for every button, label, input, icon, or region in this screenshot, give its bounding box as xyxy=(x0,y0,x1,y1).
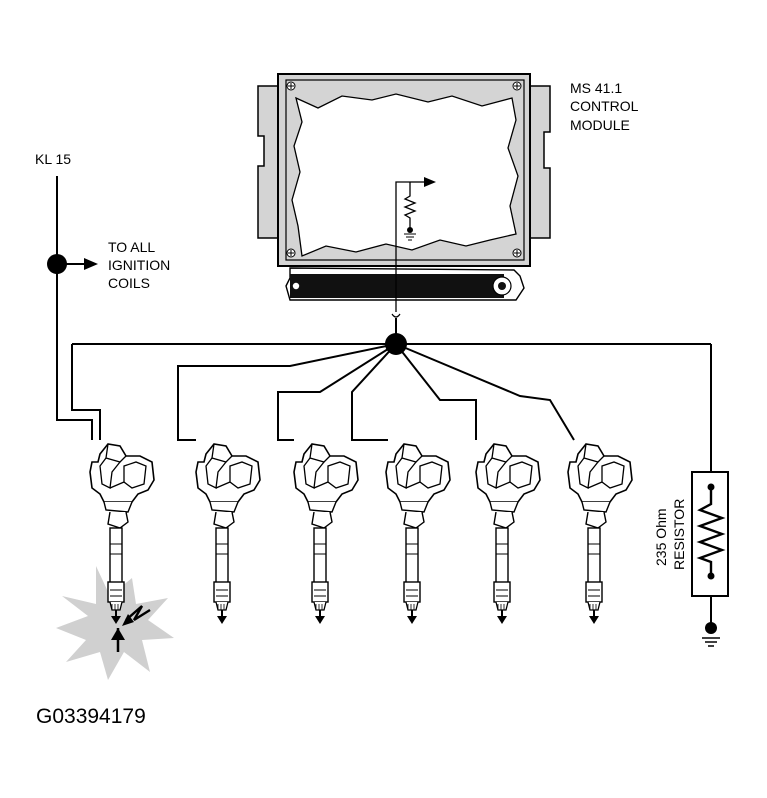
module-label-line2: CONTROL xyxy=(570,98,639,114)
load-resistor xyxy=(691,471,729,647)
ignition-coil-6 xyxy=(567,443,633,625)
ignition-coil-5 xyxy=(475,443,541,625)
kl15-label: KL 15 xyxy=(35,151,71,167)
module-label-line3: MODULE xyxy=(570,117,630,133)
to-all-coils-line3: COILS xyxy=(108,275,150,291)
resistor-label-line1: 235 Ohm xyxy=(653,508,669,566)
ignition-coil-4 xyxy=(385,443,451,625)
spark-burst xyxy=(56,566,174,680)
control-module xyxy=(257,73,551,318)
module-label-line1: MS 41.1 xyxy=(570,80,622,96)
to-all-coils-line1: TO ALL xyxy=(108,239,155,255)
ignition-coil-2 xyxy=(195,443,261,625)
kl15-supply-wire xyxy=(47,176,98,440)
to-all-coils-line2: IGNITION xyxy=(108,257,170,273)
figure-id: G03394179 xyxy=(36,705,146,728)
resistor-label-line2: RESISTOR xyxy=(671,499,687,570)
signal-harness xyxy=(71,318,712,472)
ignition-coil-3 xyxy=(293,443,359,625)
